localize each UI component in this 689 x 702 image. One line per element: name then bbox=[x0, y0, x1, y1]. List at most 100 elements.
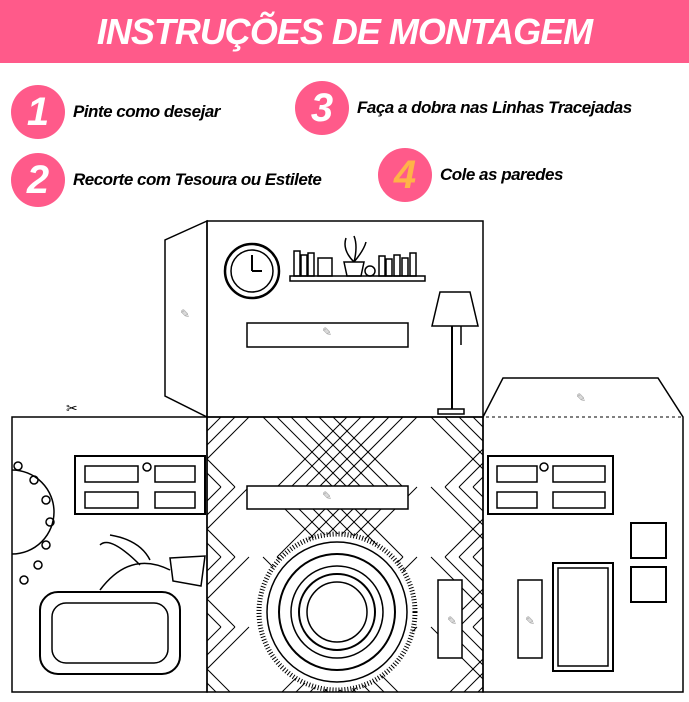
floor-line bbox=[304, 417, 376, 488]
floor-line bbox=[207, 417, 208, 418]
floor-line bbox=[641, 627, 689, 697]
floor-line bbox=[0, 487, 53, 557]
floor-line bbox=[501, 487, 571, 557]
floor-line bbox=[0, 487, 67, 557]
floor-line bbox=[346, 417, 418, 488]
floor-line bbox=[207, 486, 236, 516]
floor-line bbox=[683, 627, 689, 697]
floor-line bbox=[515, 417, 585, 487]
floor-line bbox=[501, 487, 571, 557]
header-banner: INSTRUÇÕES DE MONTAGEM bbox=[0, 0, 689, 63]
floor-line bbox=[0, 417, 53, 487]
floor-line bbox=[669, 557, 689, 627]
floor-line bbox=[0, 557, 39, 627]
floor-line bbox=[290, 417, 362, 488]
floor-line bbox=[669, 417, 689, 487]
floor-line bbox=[207, 458, 236, 488]
floor-line bbox=[501, 417, 571, 487]
floor-line bbox=[318, 417, 390, 488]
floor-line bbox=[207, 417, 250, 460]
floor-line bbox=[501, 417, 571, 487]
floor-line bbox=[332, 417, 404, 488]
floor-line bbox=[207, 668, 231, 692]
tv-icon bbox=[517, 562, 614, 672]
step-number: 2 bbox=[11, 153, 65, 207]
glue-icon: ✎ bbox=[180, 307, 190, 321]
wall-plaque bbox=[246, 322, 409, 348]
floor-line bbox=[487, 627, 557, 697]
floor-line bbox=[207, 556, 222, 572]
floor-line bbox=[276, 417, 348, 488]
left-wall bbox=[11, 416, 208, 693]
floor-line bbox=[0, 627, 53, 697]
floor-line bbox=[0, 417, 11, 487]
floor-line bbox=[207, 612, 222, 628]
floor-line bbox=[207, 556, 208, 557]
floor-line bbox=[109, 487, 179, 557]
floor-line bbox=[207, 598, 236, 628]
floor-line bbox=[669, 417, 689, 487]
floor-line bbox=[0, 557, 53, 627]
floor-line bbox=[515, 487, 585, 557]
floor-line bbox=[123, 487, 193, 557]
floor-line bbox=[207, 626, 250, 670]
floor-line bbox=[463, 672, 483, 692]
floor-line bbox=[458, 626, 483, 652]
floor-line bbox=[0, 627, 67, 697]
fold-lines bbox=[12, 221, 683, 692]
floor-line bbox=[683, 487, 689, 557]
floor-line bbox=[207, 487, 208, 488]
floor-line bbox=[207, 626, 222, 642]
glue-icon: ✎ bbox=[322, 325, 332, 339]
window-left bbox=[74, 455, 206, 515]
floor-line bbox=[0, 557, 11, 627]
floor-line bbox=[458, 532, 483, 558]
floor-line bbox=[458, 602, 483, 628]
floor-line bbox=[683, 557, 689, 627]
floor-line bbox=[123, 417, 193, 487]
floor-plaque bbox=[246, 485, 409, 510]
floor-line bbox=[207, 486, 208, 487]
clock-icon bbox=[223, 242, 281, 300]
mirror-icon bbox=[11, 461, 55, 585]
floor-line bbox=[207, 682, 217, 692]
floor-line bbox=[458, 462, 483, 488]
floor-line bbox=[501, 627, 571, 697]
floor-line bbox=[655, 627, 689, 697]
floor-line bbox=[137, 627, 207, 697]
floor-line bbox=[613, 417, 683, 487]
floor-line bbox=[683, 417, 689, 487]
floor-line bbox=[0, 487, 11, 557]
round-rug bbox=[256, 531, 418, 693]
floor-line bbox=[207, 626, 236, 656]
floor-line bbox=[627, 627, 689, 697]
floor-line bbox=[207, 627, 208, 628]
rug-left bbox=[39, 591, 181, 675]
floor-line bbox=[11, 417, 81, 487]
step-1: 1 Pinte como desejar bbox=[11, 85, 220, 139]
floor-line bbox=[207, 556, 250, 600]
floor-line bbox=[627, 417, 689, 487]
scissors-icon: ✂ bbox=[66, 401, 78, 417]
floor-line bbox=[487, 627, 557, 697]
floor-line bbox=[0, 627, 39, 697]
floor-panel bbox=[437, 579, 463, 659]
floor-line bbox=[109, 417, 179, 487]
floor-line bbox=[641, 627, 689, 697]
floor-line bbox=[613, 417, 683, 487]
floor-line bbox=[458, 417, 483, 442]
floor-line bbox=[655, 417, 689, 487]
floor-line bbox=[669, 487, 689, 557]
floor-line bbox=[599, 627, 669, 697]
floor-line bbox=[123, 487, 193, 557]
glue-icon: ✎ bbox=[447, 614, 457, 628]
floor-line bbox=[430, 556, 483, 610]
floor-line bbox=[501, 627, 571, 697]
floor-line bbox=[669, 557, 689, 627]
page-title: INSTRUÇÕES DE MONTAGEM bbox=[96, 10, 593, 52]
floor-line bbox=[487, 557, 557, 627]
step-text: Pinte como desejar bbox=[73, 102, 220, 121]
floor-line bbox=[487, 557, 557, 627]
floor-line bbox=[0, 627, 11, 697]
